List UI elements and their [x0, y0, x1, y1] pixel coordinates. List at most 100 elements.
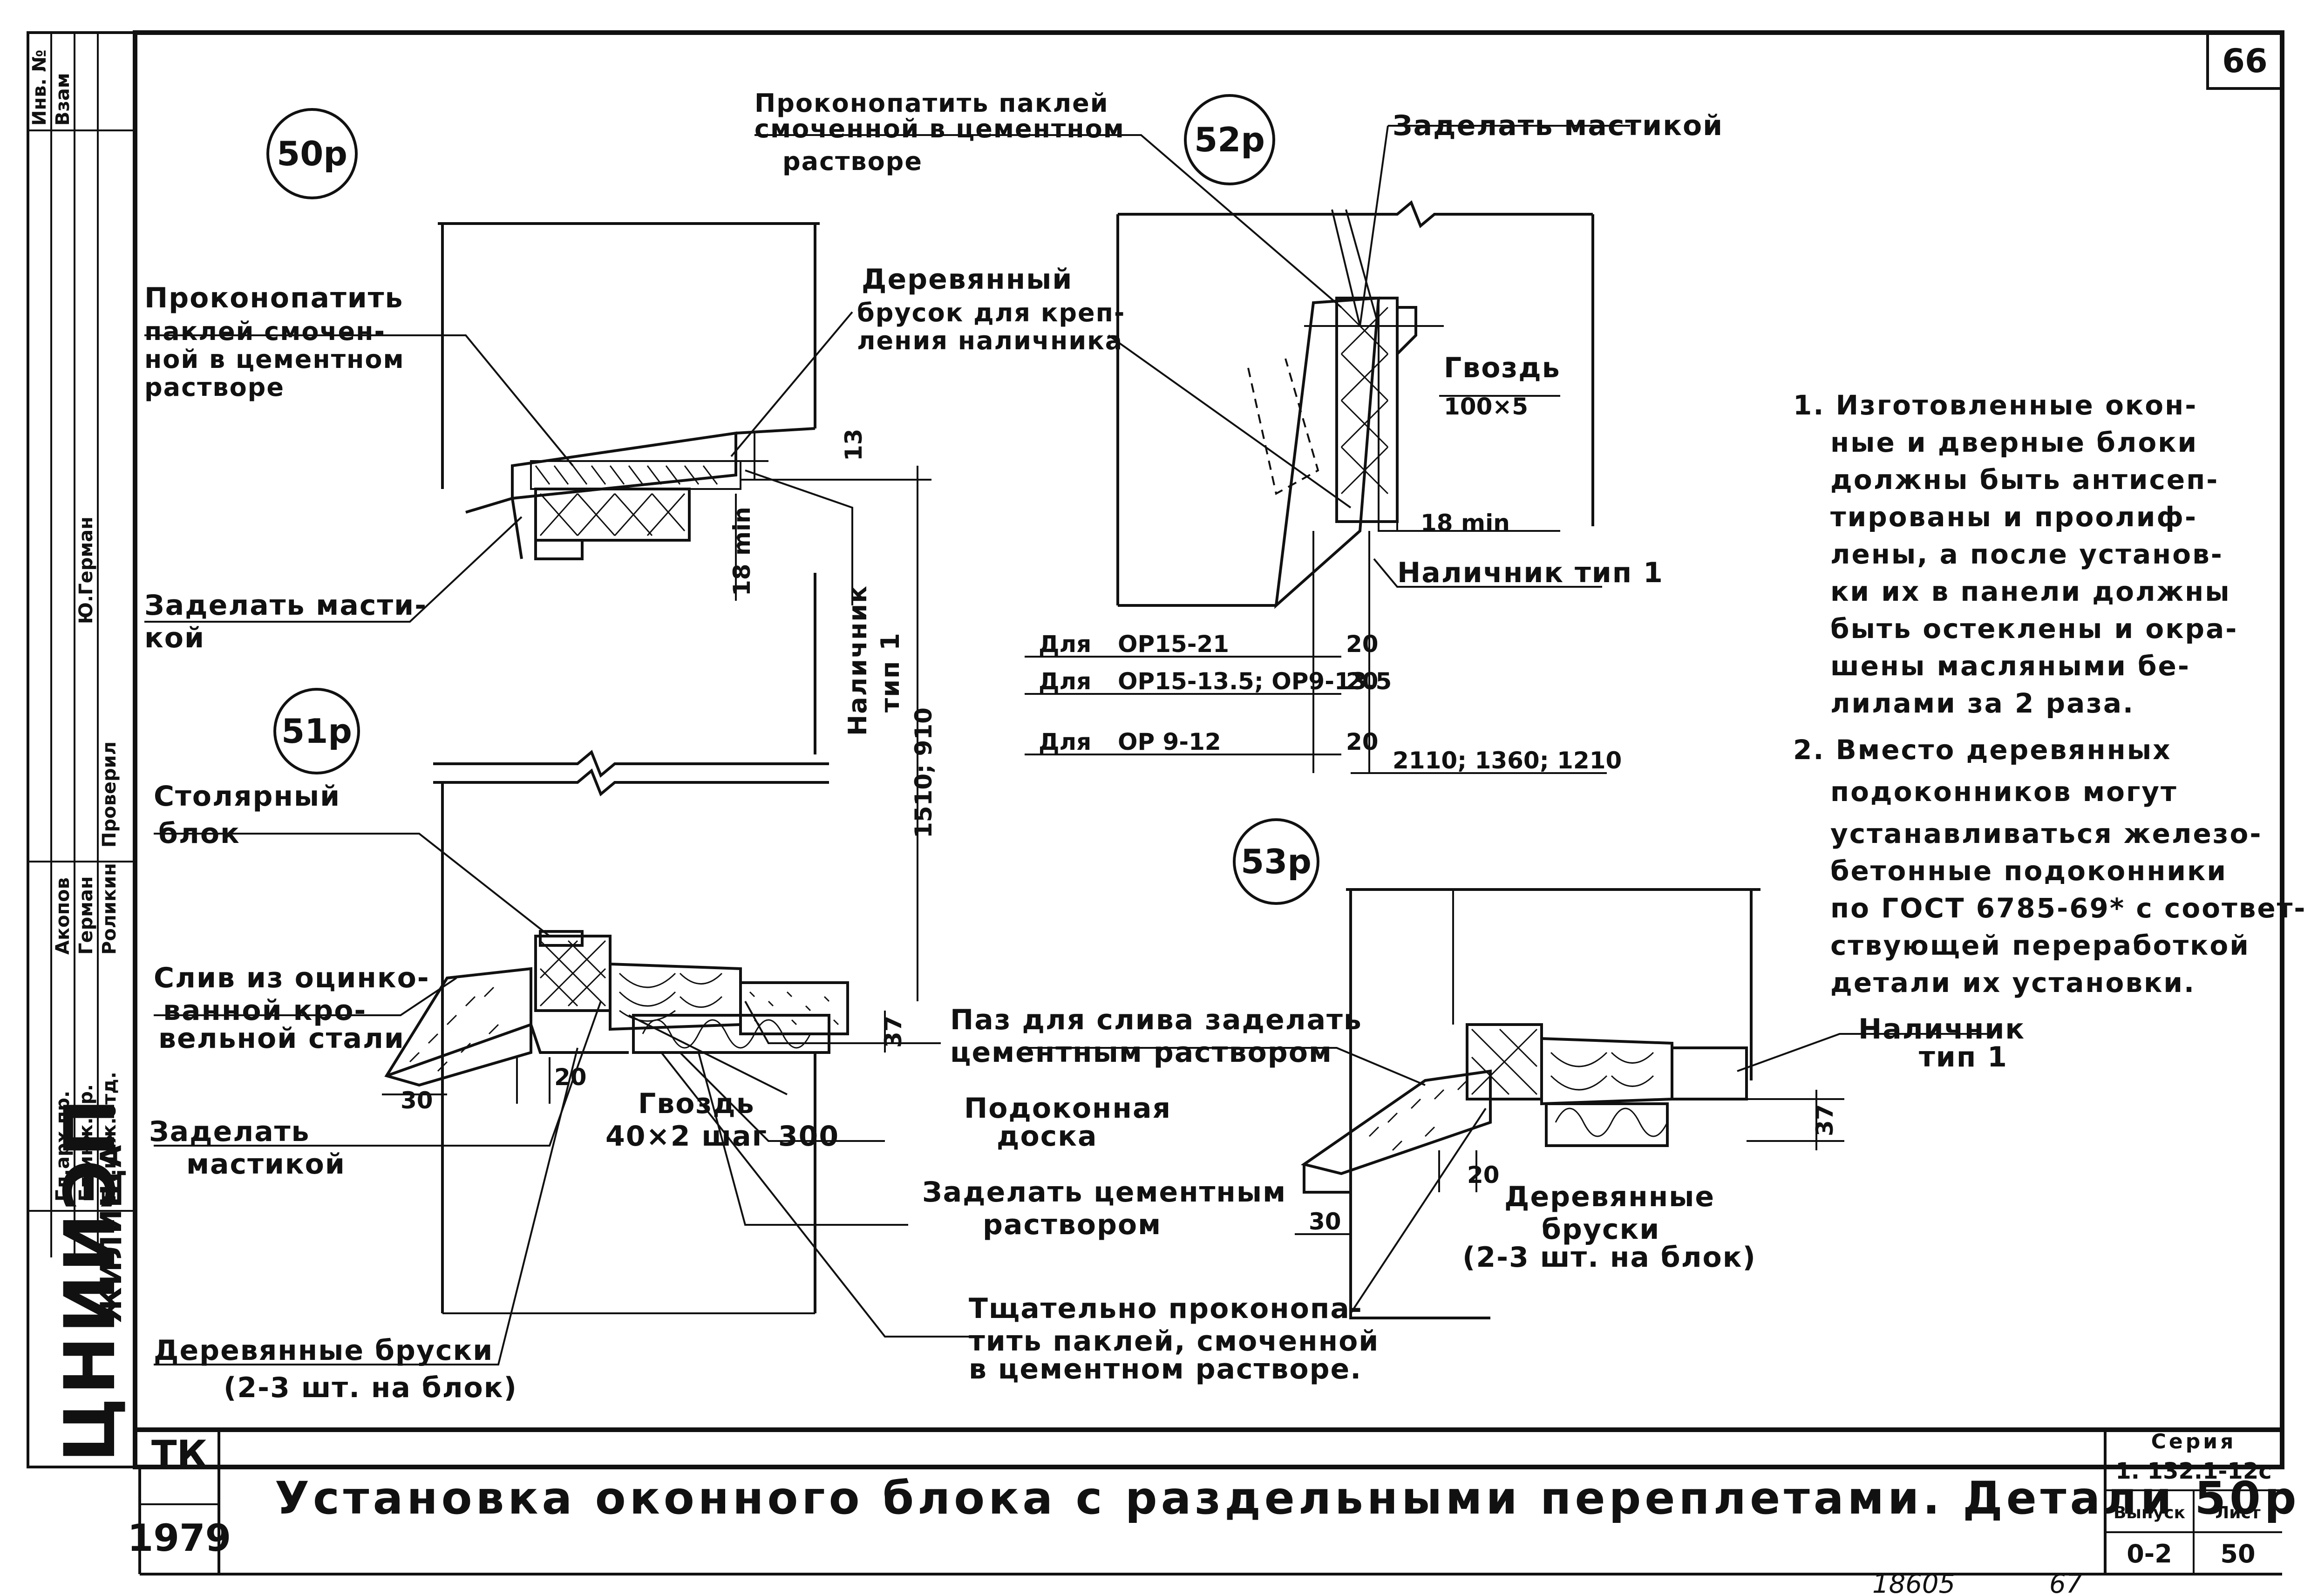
title-code: ТК [151, 1433, 207, 1476]
d50-caulk-4: растворе [144, 373, 285, 402]
d51-drip-3: вельной стали [158, 1022, 405, 1055]
d52-mastic: Заделать мастикой [1393, 109, 1723, 142]
d53-bars-3: (2-3 шт. на блок) [1462, 1241, 1756, 1274]
d52-dim-18: 18 min [1421, 509, 1510, 537]
d51-caulk-3: в цементном растворе. [969, 1353, 1362, 1385]
d51-caulk-2: тить паклей, смоченной [969, 1325, 1379, 1358]
d53-trim-1: Наличник [1858, 1013, 2025, 1046]
note-2-line-5: по ГОСТ 6785-69* с соответ- [1830, 892, 2306, 924]
note-1-line-8: шены масляными бе- [1830, 650, 2190, 682]
d51-joinery-1: Столярный [154, 780, 340, 813]
note-2-line-7: детали их установки. [1830, 967, 2195, 998]
issue-value: 0-2 [2127, 1539, 2172, 1569]
d52-dim-bottom: 2110; 1360; 1210 [1393, 747, 1622, 774]
d52-for-3-dim: 20 [1346, 728, 1379, 755]
d51-nail-2: 40×2 шаг 300 [605, 1120, 839, 1153]
d52-caulk-1: Проконопатить паклей [754, 88, 1109, 118]
detail-50r: 50р Проконопатить паклей смочен- ной в ц… [144, 108, 1125, 1001]
d52-for-3-value: ОР 9-12 [1118, 728, 1221, 755]
stamp-role-1: Гл.инж.отд. [99, 1072, 120, 1202]
sheet-value: 50 [2220, 1539, 2255, 1569]
d51-groove-1: Паз для слива заделать [950, 1004, 1362, 1036]
d51-mastic-2: мастикой [186, 1148, 346, 1181]
note-1-line-2: ные и дверные блоки [1830, 427, 2198, 458]
d52-nail-2: 100×5 [1444, 393, 1528, 420]
d52-caulk-2: смоченной в цементном [754, 114, 1125, 143]
d51-groove-2: цементным раствором [950, 1036, 1332, 1069]
d52-for-1-prefix: Для [1039, 631, 1091, 658]
issue-label: Выпуск [2114, 1503, 2185, 1522]
detail-53r-id: 53р [1241, 842, 1312, 881]
d50-dim-18: 18 min [728, 507, 755, 596]
series-value: 1. 132.1-12с [2115, 1458, 2271, 1484]
d51-bars-2: (2-3 шт. на блок) [224, 1372, 517, 1404]
detail-52r-id: 52р [1194, 120, 1265, 159]
note-2-line-2: подоконников могут [1830, 776, 2178, 808]
stamp-replace: Взам [52, 73, 74, 126]
notes: 1. Изготовленные окон- ные и дверные бло… [1793, 389, 2306, 998]
d51-nail-1: Гвоздь [638, 1087, 755, 1120]
d53-dim-30: 30 [1309, 1208, 1341, 1235]
d50-wood-3: ления наличника [857, 326, 1123, 355]
d50-trim-1: Наличник [843, 585, 872, 736]
d51-mastic-1: Заделать [149, 1115, 310, 1148]
d50-mastic-1: Заделать масти- [144, 589, 427, 622]
d51-bars-1: Деревянные бруски [154, 1334, 493, 1367]
title-year: 1979 [128, 1516, 231, 1560]
d50-dim-height: 1510; 910 [910, 707, 937, 838]
d52-for-1-value: ОР15-21 [1118, 631, 1229, 658]
d51-joinery-2: блок [158, 817, 240, 850]
d52-for-2-value: ОР15-13.5; ОР9-13.5 [1118, 668, 1392, 695]
d52-for-1-dim: 20 [1346, 631, 1379, 658]
d53-dim-20: 20 [1467, 1161, 1500, 1189]
note-2-line-6: ствующей переработкой [1830, 930, 2250, 961]
org-sub: ЖИЛИЩА [94, 1143, 128, 1323]
stamp-name-1: Ю.Герман [75, 516, 97, 624]
note-1-line-5: лены, а после установ- [1830, 538, 2223, 570]
left-stamp: Инв. № Взам Проверил Ю.Герман Гл.инж.отд… [27, 31, 136, 1468]
d53-trim-2: тип 1 [1919, 1041, 2008, 1073]
note-2-line-4: бетонные подоконники [1830, 855, 2227, 887]
d51-cement-2: раствором [983, 1209, 1162, 1241]
d50-trim-2: тип 1 [876, 632, 905, 713]
d52-for-3-prefix: Для [1039, 728, 1091, 755]
drawing-title: Установка оконного блока с раздельными п… [275, 1472, 2311, 1524]
d52-for-2-dim: 20 [1346, 668, 1379, 695]
d50-dim-13: 13 [840, 428, 867, 461]
d51-sill-1: Подоконная [964, 1092, 1171, 1125]
d51-drip-2: ванной кро- [163, 994, 367, 1027]
d52-for-2-prefix: Для [1039, 668, 1091, 695]
d52-trim: Наличник тип 1 [1397, 557, 1664, 589]
stamp-inv: Инв. № [29, 49, 50, 126]
d51-cement-1: Заделать цементным [922, 1176, 1286, 1209]
d50-wood-2: брусок для креп- [857, 298, 1125, 327]
d51-dim-30: 30 [401, 1087, 433, 1114]
stamp-role-2: Гл.инж.пр. [75, 1084, 97, 1202]
note-1-line-7: быть остеклены и окра- [1830, 613, 2238, 645]
note-2-line-1: 2. Вместо деревянных [1793, 734, 2172, 766]
detail-50r-id: 50р [277, 134, 347, 173]
stamp-checked: Проверил [99, 741, 120, 848]
d53-bars-2: бруски [1542, 1213, 1660, 1246]
page-number: 66 [2222, 42, 2267, 80]
d51-dim-37: 37 [880, 1015, 907, 1048]
d50-caulk-2: паклей смочен- [144, 317, 386, 346]
d52-nail-1: Гвоздь [1444, 352, 1561, 384]
d51-caulk-1: Тщательно проконопа- [969, 1292, 1363, 1325]
d50-caulk-3: ной в цементном [144, 345, 405, 374]
d50-mastic-2: кой [144, 622, 205, 654]
archive-number-2: 67 [2049, 1569, 2083, 1596]
note-1-line-9: лилами за 2 раза. [1830, 687, 2134, 719]
sheet-label: Лист [2215, 1503, 2260, 1522]
note-2-line-3: устанавливаться железо- [1830, 818, 2262, 849]
note-1-line-3: должны быть антисеп- [1830, 464, 2219, 496]
detail-51r-id: 51р [281, 712, 352, 751]
d51-sill-2: доска [997, 1120, 1097, 1153]
detail-52r: 52р Проконопатить паклей смоченной в цем… [754, 88, 1723, 774]
note-1-line-4: тированы и проолиф- [1830, 501, 2197, 533]
detail-53r: 53р Наличник тип 1 Деревянные бруски (2-… [1025, 818, 2025, 1319]
d53-bars-1: Деревянные [1504, 1181, 1715, 1213]
d51-dim-20: 20 [554, 1064, 587, 1091]
note-1-line-6: ки их в панели должны [1830, 576, 2231, 607]
